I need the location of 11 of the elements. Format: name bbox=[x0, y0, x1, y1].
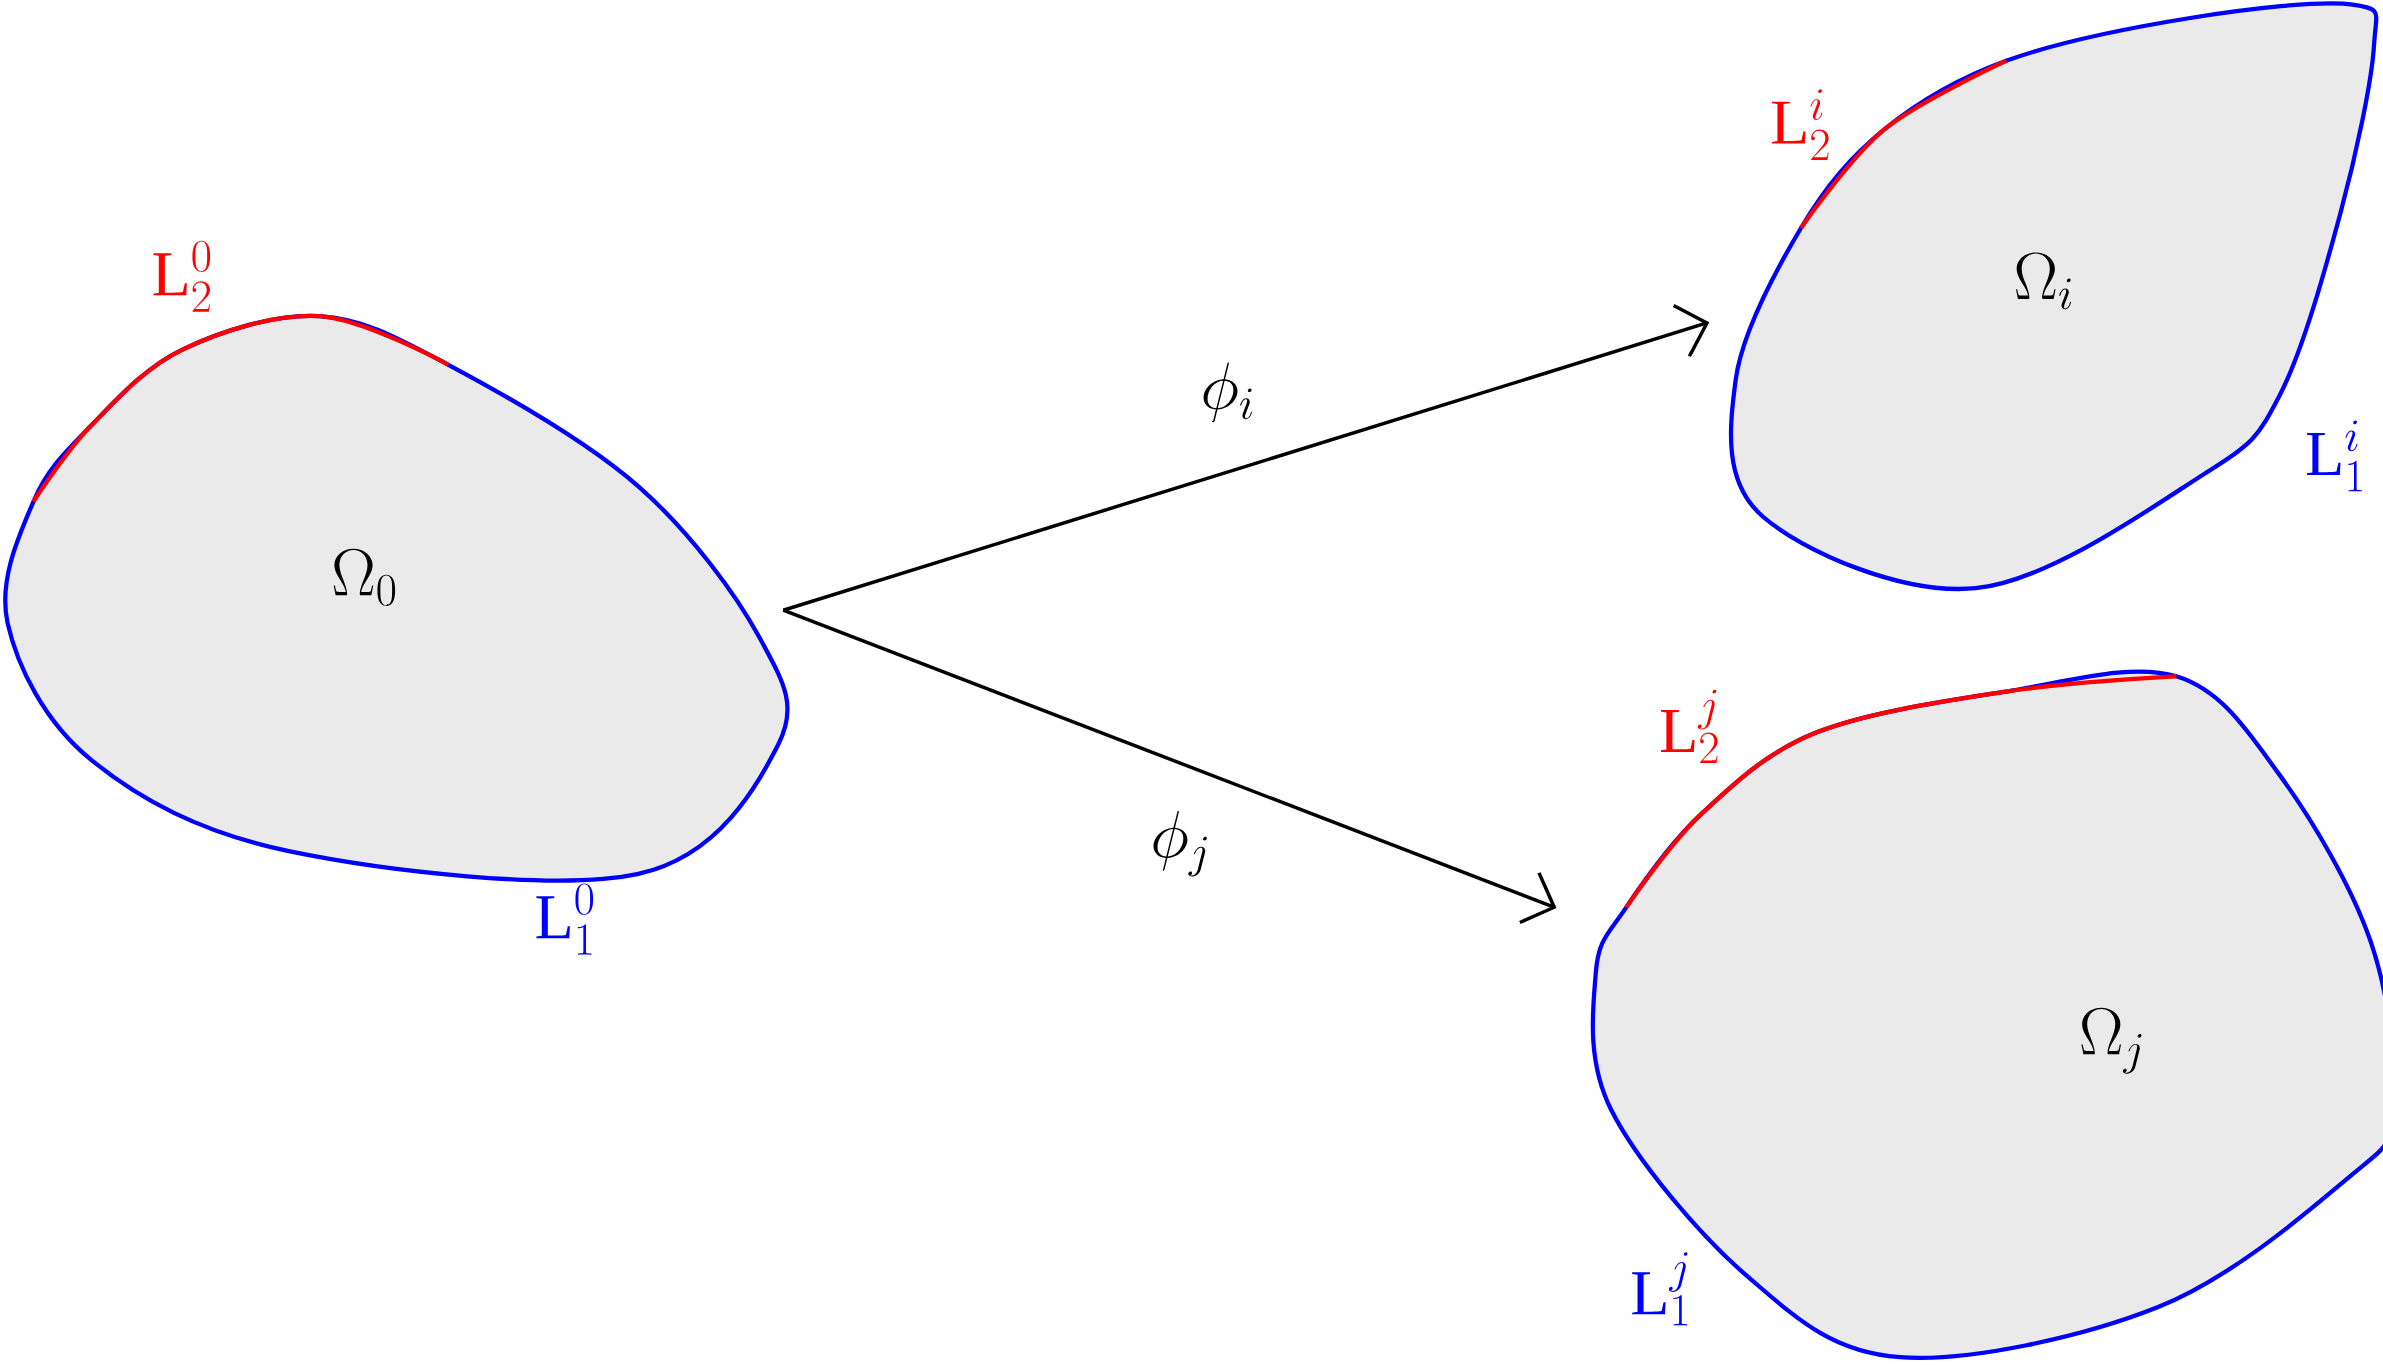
boundary-label: $\mathrm{L}_2^i$ bbox=[1772, 89, 1829, 160]
boundary-label: $\mathrm{L}_2^j$ bbox=[1661, 689, 1718, 764]
boundary-label: $\mathrm{L}_1^j$ bbox=[1632, 1252, 1688, 1326]
region-label: $\Omega_0$ bbox=[333, 548, 396, 606]
boundary-label: $\mathrm{L}_1^i$ bbox=[2307, 420, 2363, 492]
arrow bbox=[782, 303, 1710, 612]
region-label: $\Omega_j$ bbox=[2081, 1007, 2142, 1074]
edge-label: $\phi_j$ bbox=[1153, 811, 1207, 877]
region-label: $\Omega_i$ bbox=[2016, 252, 2072, 310]
edge-label: $\phi_i$ bbox=[1203, 362, 1252, 423]
arrow bbox=[782, 608, 1557, 925]
